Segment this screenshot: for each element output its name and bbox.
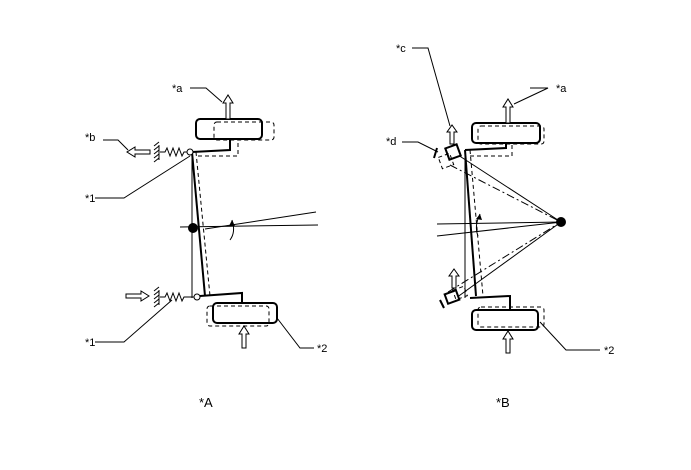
strut-ghost-a xyxy=(195,151,211,297)
panel-a-label: *A xyxy=(199,395,213,410)
sight-line-upper-b xyxy=(457,154,562,223)
upper-gauge-tick-b xyxy=(433,147,438,159)
lower-push-arrow-b xyxy=(502,330,514,354)
left-arrow-b-a xyxy=(126,146,151,158)
leader-a-b xyxy=(513,87,549,105)
lower-gauge-b xyxy=(443,288,461,306)
callout-1-lower-label-a: *1 xyxy=(85,337,95,349)
leader-a-a xyxy=(190,87,223,103)
leader-b-a xyxy=(103,139,129,151)
spring-lower-a xyxy=(160,291,195,303)
leader-2-a xyxy=(276,317,314,349)
leader-1-upper-a xyxy=(95,155,191,199)
upper-arm-b xyxy=(464,143,507,151)
callout-a-label-b: *a xyxy=(556,83,567,95)
up-arrow-a xyxy=(222,94,234,120)
callout-c-label-b: *c xyxy=(396,43,406,55)
panel-a: *a *b *1 *1 *2 *A xyxy=(85,83,327,410)
upper-gauge-ghost-b xyxy=(437,152,455,170)
leader-c-b xyxy=(412,47,451,127)
leader-1-lower-a xyxy=(95,299,173,343)
upper-gauge-arrow-b xyxy=(446,124,458,145)
panel-b-label: *B xyxy=(496,395,510,410)
lower-arm-b xyxy=(469,294,511,310)
leader-2-b xyxy=(539,321,600,351)
angle-line-a xyxy=(204,211,317,230)
spring-upper-a xyxy=(160,146,188,158)
rotation-arrowhead-b xyxy=(476,214,482,220)
upper-pad-ghost-a xyxy=(213,121,275,141)
center-line-a xyxy=(179,224,319,228)
lower-arm-a xyxy=(199,291,243,303)
upper-arm-a xyxy=(191,139,231,153)
lower-push-arrow-a xyxy=(238,325,250,349)
upper-gauge-b xyxy=(444,143,462,161)
angle-line-b xyxy=(436,221,563,237)
pivot-point-a xyxy=(188,223,198,233)
callout-a-label-a: *a xyxy=(172,83,183,95)
panel-b: *a *c *d *2 *B xyxy=(386,43,614,410)
lower-pad-b xyxy=(471,309,539,331)
callout-2-label-a: *2 xyxy=(317,343,327,355)
right-arrow-a xyxy=(125,290,150,302)
leader-d-b xyxy=(402,141,439,153)
wall-hatch-lower-a xyxy=(153,286,160,308)
upper-arm-ghost-b xyxy=(470,144,513,157)
tilted-strut-a xyxy=(191,151,206,297)
callout-b-label-a: *b xyxy=(85,132,95,144)
callout-2-label-b: *2 xyxy=(604,345,614,357)
sight-line-lower-b xyxy=(455,221,562,299)
lower-pad-ghost-a xyxy=(206,305,270,327)
callout-d-label-b: *d xyxy=(386,136,396,148)
sight-dashdot-lower-b xyxy=(447,221,562,293)
wall-hatch-upper-a xyxy=(153,141,160,163)
lower-gauge-ghost-b xyxy=(452,285,468,301)
lower-gauge-tick-b xyxy=(439,299,445,309)
rotation-arrowhead-a xyxy=(229,220,235,226)
lower-pad-a xyxy=(212,302,278,324)
up-arrow-b xyxy=(502,98,514,124)
joint-upper-a xyxy=(186,148,194,156)
callout-1-upper-label-a: *1 xyxy=(85,193,95,205)
center-line-b xyxy=(436,221,563,225)
joint-lower-a xyxy=(193,293,201,301)
lower-gauge-arrow-b xyxy=(448,268,460,289)
upper-arm-ghost-a xyxy=(198,142,239,157)
upper-pad-ghost-b xyxy=(477,125,545,145)
sight-dashdot-upper-b xyxy=(449,164,562,223)
